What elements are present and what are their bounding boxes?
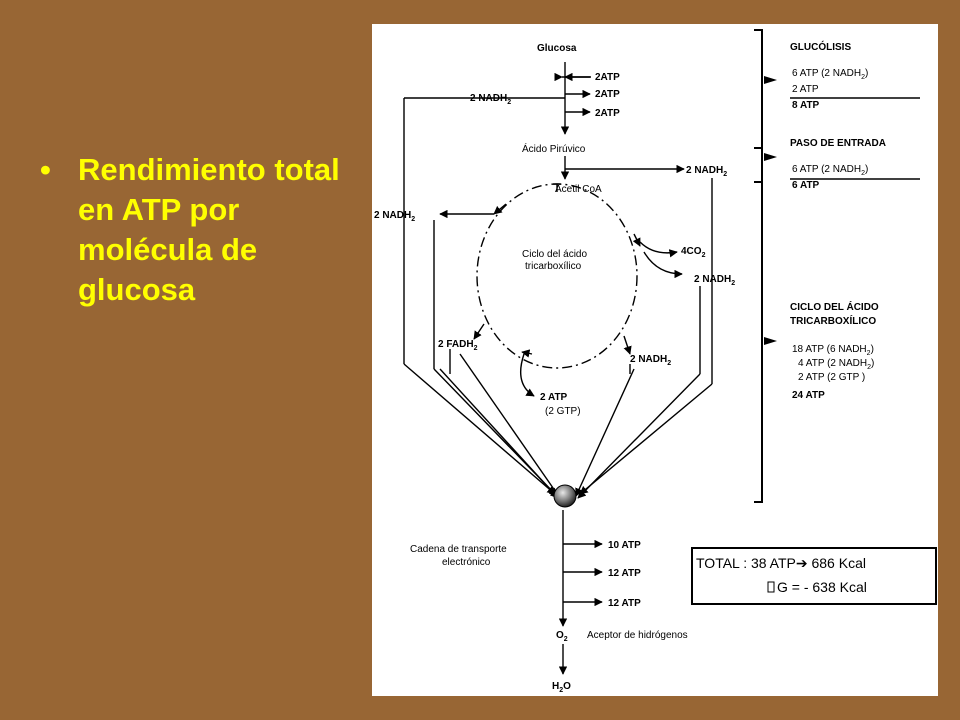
ciclo-2: 4 ATP (2 NADH2) [798,358,874,371]
label-cycle-2: tricarboxílico [525,261,582,272]
label-cadena-1: Cadena de transporte [410,544,507,555]
label-glucosa: Glucosa [537,43,577,54]
label-cadena-2: electrónico [442,557,491,568]
tca-cycle-ring [476,183,638,369]
subscript-2: 2 [507,99,511,106]
entrada-total: 6 ATP [792,180,820,191]
label-nadh-entry: 2 NADH2 [686,165,727,178]
label-nadh-bottom: 2 NADH2 [630,354,671,367]
label-nadh-glyco: 2 NADH2 [470,93,511,106]
label-nadh-left: 2 NADH2 [374,210,415,223]
subscript-2: 2 [723,171,727,178]
label-co2: 4CO2 [681,246,706,259]
subscript-2: 2 [731,280,735,287]
total-line-2: G = - 638 Kcal [777,579,867,595]
subscript-2: 2 [411,216,415,223]
total-box [691,547,937,605]
entrada-1: 6 ATP (2 NADH2) [792,164,868,177]
total-line-1: TOTAL : 38 ATP➔ 686 Kcal [696,555,866,571]
label-etc-atp2: 12 ATP [608,568,641,579]
label-atp-c: 2ATP [595,108,620,119]
label-nadh-right: 2 NADH2 [694,274,735,287]
subscript-2: 2 [474,345,478,352]
subscript-2: 2 [702,252,706,259]
electron-transport-node [553,484,577,508]
label-o2: O2 [556,630,568,643]
ciclo-3: 2 ATP (2 GTP ) [798,372,865,383]
entrada-title: PASO DE ENTRADA [790,138,886,149]
ciclo-title-1: CICLO DEL ÁCIDO [790,300,879,313]
label-acetil-coa: Acetil CoA [555,184,602,195]
atp-yield-diagram: Glucosa 2ATP 2ATP 2ATP 2 NADH2 Ácido Pir… [374,29,937,694]
delta-placeholder-box [767,581,775,593]
ciclo-title-2: TRICARBOXÍLICO [790,314,876,327]
metabolism-diagram-panel: Glucosa 2ATP 2ATP 2ATP 2 NADH2 Ácido Pir… [372,24,938,696]
glucolisis-2: 2 ATP [792,84,819,95]
label-cycle-1: Ciclo del ácido [522,249,587,260]
label-gtp: (2 GTP) [545,406,581,417]
ciclo-1: 18 ATP (6 NADH2) [792,344,874,357]
label-atp-gtp: 2 ATP [540,392,568,403]
ciclo-total: 24 ATP [792,390,825,401]
bullet-text: Rendimiento total en ATP por molécula de… [78,152,340,307]
label-atp-a: 2ATP [595,72,620,83]
glucolisis-1: 6 ATP (2 NADH2) [792,68,868,81]
label-fadh: 2 FADH2 [438,339,478,352]
label-etc-atp1: 10 ATP [608,540,641,551]
label-etc-atp3: 12 ATP [608,598,641,609]
label-acido-piruvico: Ácido Pirúvico [522,142,586,155]
label-atp-b: 2ATP [595,89,620,100]
bullet-dot: • [40,152,51,187]
glucolisis-total: 8 ATP [792,100,820,111]
label-h2o: H2O [552,681,571,694]
label-aceptor: Aceptor de hidrógenos [587,630,688,641]
glucolisis-title: GLUCÓLISIS [790,40,851,53]
subscript-2: 2 [667,360,671,367]
